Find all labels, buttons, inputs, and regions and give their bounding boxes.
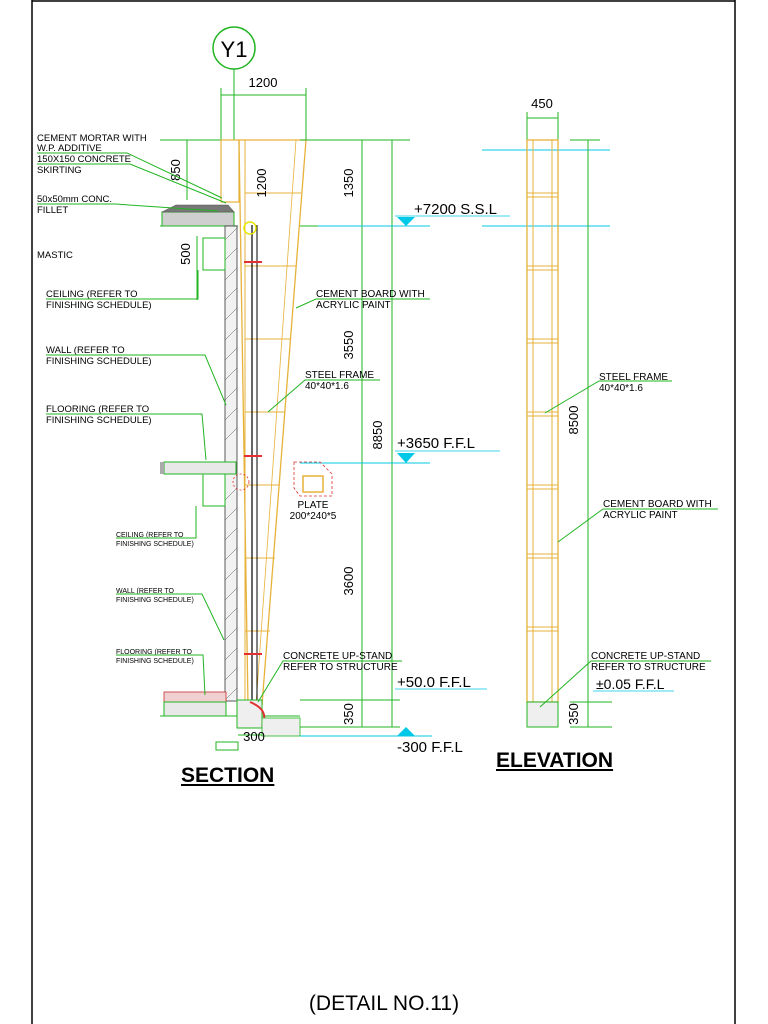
elev-note-cement-board-1: CEMENT BOARD WITH xyxy=(603,499,712,510)
note-wall-2-line2: FINISHING SCHEDULE) xyxy=(116,597,194,604)
note-ceiling-2-line2: FINISHING SCHEDULE) xyxy=(116,541,194,548)
note-flooring-1: FLOORING (REFER TO FINISHING SCHEDULE) xyxy=(46,404,152,426)
elevation-title: ELEVATION xyxy=(496,749,614,772)
elevation-drawing: 450 8500 350 STEEL FRAME 40*40*1.6 xyxy=(482,96,718,728)
note-flooring-2: FLOORING (REFER TO FINISHING SCHEDULE) xyxy=(116,649,194,665)
note-upstand-2: REFER TO STRUCTURE xyxy=(283,662,398,673)
elev-note-steel-frame: STEEL FRAME 40*40*1.6 xyxy=(599,372,668,394)
dim-elevation-width: 450 xyxy=(531,96,553,111)
dim-elevation-350: 350 xyxy=(566,703,581,725)
dim-section-500: 500 xyxy=(178,243,193,265)
note-wall-2-line1: WALL (REFER TO xyxy=(116,588,175,595)
note-ceiling-1-line2: FINISHING SCHEDULE) xyxy=(46,300,152,311)
note-mortar-2: W.P. ADDITIVE xyxy=(37,143,102,154)
dim-section-1350: 1350 xyxy=(341,169,356,198)
note-steel-frame: STEEL FRAME 40*40*1.6 xyxy=(305,370,374,392)
note-upstand: CONCRETE UP-STAND REFER TO STRUCTURE xyxy=(283,651,398,673)
section-title: SECTION xyxy=(181,764,275,787)
note-cement-board-1: CEMENT BOARD WITH xyxy=(316,289,425,300)
note-mastic: MASTIC xyxy=(37,250,73,261)
level-ssl: +7200 S.S.L xyxy=(318,201,510,227)
note-flooring-2-line1: FLOORING (REFER TO xyxy=(116,649,193,656)
note-wall-1-line1: WALL (REFER TO xyxy=(46,345,125,356)
dim-section-350: 350 xyxy=(341,703,356,725)
note-wall-1-line2: FINISHING SCHEDULE) xyxy=(46,356,152,367)
elev-note-cement-board: CEMENT BOARD WITH ACRYLIC PAINT xyxy=(603,499,712,521)
level-minus300-label: -300 F.F.L xyxy=(397,739,463,756)
grid-label: Y1 xyxy=(221,37,248,62)
elev-level-label: ±0.05 F.F.L xyxy=(596,676,665,692)
note-mortar-3: 150X150 CONCRETE xyxy=(37,154,131,165)
section-drawing: 1200 xyxy=(37,75,510,756)
level-ffl-3650: +3650 F.F.L xyxy=(300,435,500,464)
dim-section-850: 850 xyxy=(168,159,183,181)
note-plate-1: PLATE xyxy=(298,500,329,511)
note-flooring-1-line1: FLOORING (REFER TO xyxy=(46,404,149,415)
note-wall-2: WALL (REFER TO FINISHING SCHEDULE) xyxy=(116,588,194,604)
note-mortar-1: CEMENT MORTAR WITH xyxy=(37,133,147,144)
dim-section-3550: 3550 xyxy=(341,331,356,360)
note-fillet-2: FILLET xyxy=(37,205,68,216)
level-ffl-minus300: -300 F.F.L xyxy=(300,727,463,756)
elev-note-cement-board-2: ACRYLIC PAINT xyxy=(603,510,678,521)
note-ceiling-1-line1: CEILING (REFER TO xyxy=(46,289,138,300)
elev-note-steel-frame-1: STEEL FRAME xyxy=(599,372,668,383)
plate-callout: PLATE 200*240*5 xyxy=(290,461,337,522)
note-ceiling-2: CEILING (REFER TO FINISHING SCHEDULE) xyxy=(116,532,194,548)
level-ssl-label: +7200 S.S.L xyxy=(414,201,497,218)
note-fillet-1: 50x50mm CONC. xyxy=(37,194,112,205)
note-ceiling-1: CEILING (REFER TO FINISHING SCHEDULE) xyxy=(46,289,152,311)
detail-title: (DETAIL NO.11) xyxy=(308,992,460,1015)
note-wall-1: WALL (REFER TO FINISHING SCHEDULE) xyxy=(46,345,152,367)
elev-note-steel-frame-2: 40*40*1.6 xyxy=(599,383,643,394)
dim-elevation-8500: 8500 xyxy=(566,406,581,435)
note-cement-board: CEMENT BOARD WITH ACRYLIC PAINT xyxy=(316,289,425,311)
note-mortar-4: SKIRTING xyxy=(37,165,82,176)
note-steel-frame-2: 40*40*1.6 xyxy=(305,381,349,392)
note-upstand-1: CONCRETE UP-STAND xyxy=(283,651,392,662)
note-flooring-1-line2: FINISHING SCHEDULE) xyxy=(46,415,152,426)
dim-section-width: 1200 xyxy=(249,75,278,90)
level-50-label: +50.0 F.F.L xyxy=(397,674,471,691)
level-ffl-50: +50.0 F.F.L xyxy=(395,674,487,691)
note-fillet: 50x50mm CONC. FILLET xyxy=(37,194,112,216)
level-3650-label: +3650 F.F.L xyxy=(397,435,475,452)
dim-section-1200: 1200 xyxy=(254,169,269,198)
note-mortar: CEMENT MORTAR WITH W.P. ADDITIVE 150X150… xyxy=(37,133,147,176)
dim-section-300: 300 xyxy=(243,729,265,744)
dim-section-3600: 3600 xyxy=(341,567,356,596)
elev-note-upstand-2: REFER TO STRUCTURE xyxy=(591,662,706,673)
note-steel-frame-1: STEEL FRAME xyxy=(305,370,374,381)
note-flooring-2-line2: FINISHING SCHEDULE) xyxy=(116,658,194,665)
grid-marker: Y1 xyxy=(212,26,256,140)
dim-section-8850: 8850 xyxy=(370,421,385,450)
note-plate-2: 200*240*5 xyxy=(290,511,337,522)
note-cement-board-2: ACRYLIC PAINT xyxy=(316,300,391,311)
note-ceiling-2-line1: CEILING (REFER TO xyxy=(116,532,184,539)
elev-note-upstand: CONCRETE UP-STAND REFER TO STRUCTURE xyxy=(591,651,706,673)
elev-note-upstand-1: CONCRETE UP-STAND xyxy=(591,651,700,662)
